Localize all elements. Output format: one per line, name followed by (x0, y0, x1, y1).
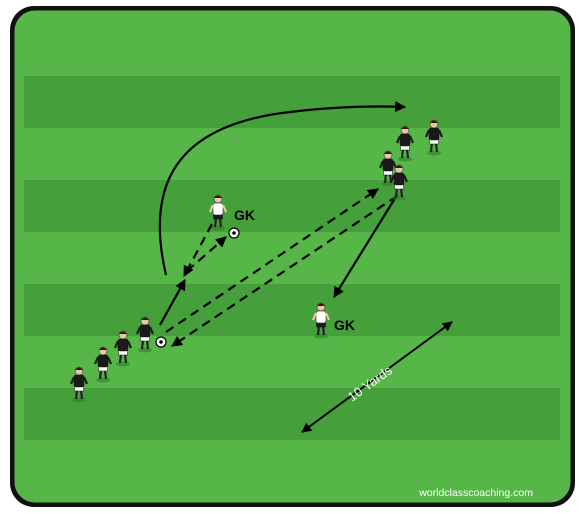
field-outline (11, 7, 574, 506)
run-arrow-forward (159, 279, 186, 326)
player-attacker (395, 125, 415, 162)
player-attacker (389, 164, 409, 201)
pass-arrow-long-out (165, 188, 379, 333)
player-goalkeeper (311, 302, 331, 339)
pass-arrow-from-keeper (183, 223, 213, 277)
watermark: worldclasscoaching.com (418, 487, 533, 499)
field-stripe (24, 388, 560, 440)
player-goalkeeper (208, 194, 228, 231)
pass-arrows-dashed (165, 188, 398, 347)
field-stripe (24, 76, 560, 128)
pass-arrow-keeper-right (333, 194, 398, 298)
ball-top (228, 227, 240, 239)
players (69, 119, 444, 403)
soccer-field (10, 6, 575, 507)
movement-arrows (158, 101, 453, 433)
field-stripe (24, 180, 560, 232)
player-attacker (93, 346, 113, 383)
field-stripe (24, 284, 560, 336)
ball-bottom (155, 336, 167, 348)
player-attacker (135, 316, 155, 353)
gk-label-top: GK (234, 207, 255, 223)
pass-arrow-long-back (171, 195, 398, 347)
player-attacker (378, 150, 398, 187)
run-arrow-curve (158, 101, 407, 276)
gk-label-bottom: GK (334, 317, 355, 333)
player-attacker (69, 366, 89, 403)
distance-arrow (301, 321, 453, 433)
player-attacker (113, 330, 133, 367)
player-attacker (424, 119, 444, 156)
